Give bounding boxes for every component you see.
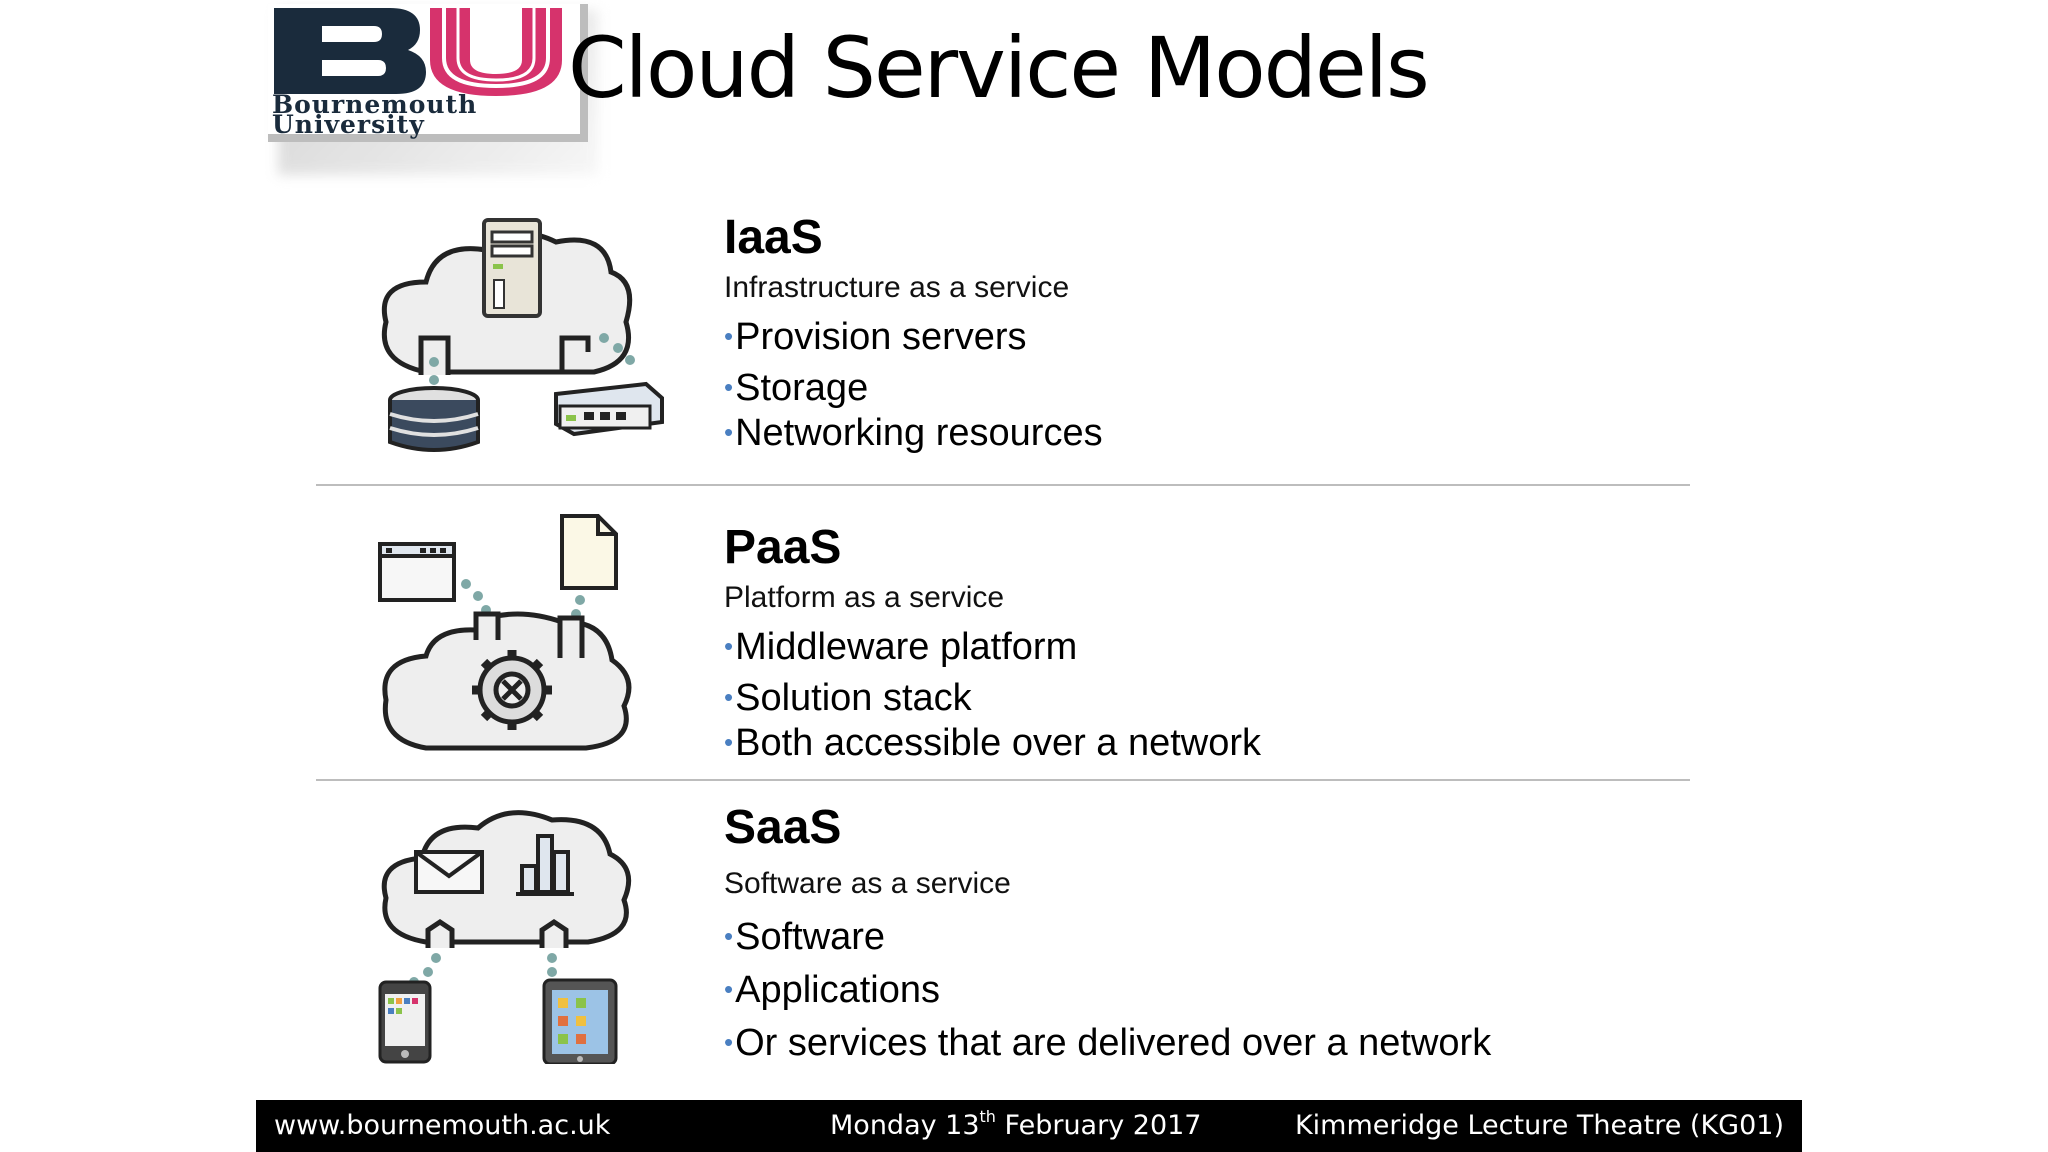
list-item: •Both accessible over a network [724, 720, 1261, 765]
list-item: •Middleware platform [724, 624, 1261, 669]
model-title: SaaS [724, 801, 842, 854]
section-divider [316, 779, 1690, 781]
list-item-text: Storage [735, 367, 869, 409]
model-subtitle: Platform as a service [724, 581, 1005, 614]
bu-logo-mark [274, 8, 562, 96]
section-saas: SaaS Software as a service •Software •Ap… [316, 790, 1690, 1090]
list-item-text: Middleware platform [735, 626, 1078, 668]
cloud-platform-icon [376, 510, 646, 765]
model-list: •Provision servers •Storage •Networking … [724, 314, 1103, 455]
model-subtitle: Infrastructure as a service [724, 271, 1070, 304]
list-item: •Storage [724, 365, 1103, 410]
footer-bar: www.bournemouth.ac.uk Monday 13th Februa… [256, 1100, 1802, 1152]
list-item-text: Or services that are delivered over a ne… [735, 1022, 1492, 1064]
list-item-text: Both accessible over a network [735, 722, 1262, 764]
bullet-icon: • [724, 417, 734, 447]
bullet-icon: • [724, 321, 734, 351]
list-item: •Solution stack [724, 675, 1261, 720]
section-paas: PaaS Platform as a service •Middleware p… [316, 500, 1690, 785]
footer-date-rest: February 2017 [995, 1110, 1202, 1141]
bullet-icon: • [724, 631, 734, 661]
bullet-icon: • [724, 921, 734, 951]
section-iaas: IaaS Infrastructure as a service •Provis… [316, 190, 1690, 480]
slide-title: Cloud Service Models [568, 19, 1430, 117]
logo-line-1: Bournemouth [272, 90, 478, 119]
list-item: •Networking resources [724, 410, 1103, 455]
cloud-software-icon [376, 802, 646, 1069]
list-item: •Applications [724, 967, 1491, 1012]
list-item: •Or services that are delivered over a n… [724, 1020, 1491, 1065]
footer-date-prefix: Monday 13 [830, 1110, 980, 1141]
model-list: •Middleware platform •Solution stack •Bo… [724, 624, 1261, 765]
footer-url[interactable]: www.bournemouth.ac.uk [274, 1110, 611, 1141]
list-item-text: Software [735, 916, 886, 958]
list-item: •Provision servers [724, 314, 1103, 359]
list-item-text: Solution stack [735, 677, 972, 719]
list-item-text: Applications [735, 969, 941, 1011]
model-title: PaaS [724, 521, 842, 574]
university-logo: Bournemouth University [268, 0, 608, 178]
list-item-text: Provision servers [735, 316, 1027, 358]
model-subtitle: Software as a service [724, 867, 1011, 900]
bullet-icon: • [724, 682, 734, 712]
bullet-icon: • [724, 372, 734, 402]
bullet-icon: • [724, 974, 734, 1004]
section-divider [316, 484, 1690, 486]
list-item-text: Networking resources [735, 412, 1103, 454]
footer-venue: Kimmeridge Lecture Theatre (KG01) [1294, 1110, 1784, 1141]
footer-date-suffix: th [979, 1107, 996, 1126]
model-list: •Software •Applications •Or services tha… [724, 914, 1491, 1065]
logo-line-2: University [272, 110, 425, 139]
logo-box: Bournemouth University [268, 4, 588, 142]
model-title: IaaS [724, 211, 823, 264]
bullet-icon: • [724, 727, 734, 757]
footer-date: Monday 13th February 2017 [830, 1107, 1202, 1142]
cloud-infrastructure-icon [376, 202, 676, 459]
list-item: •Software [724, 914, 1491, 959]
bullet-icon: • [724, 1027, 734, 1057]
